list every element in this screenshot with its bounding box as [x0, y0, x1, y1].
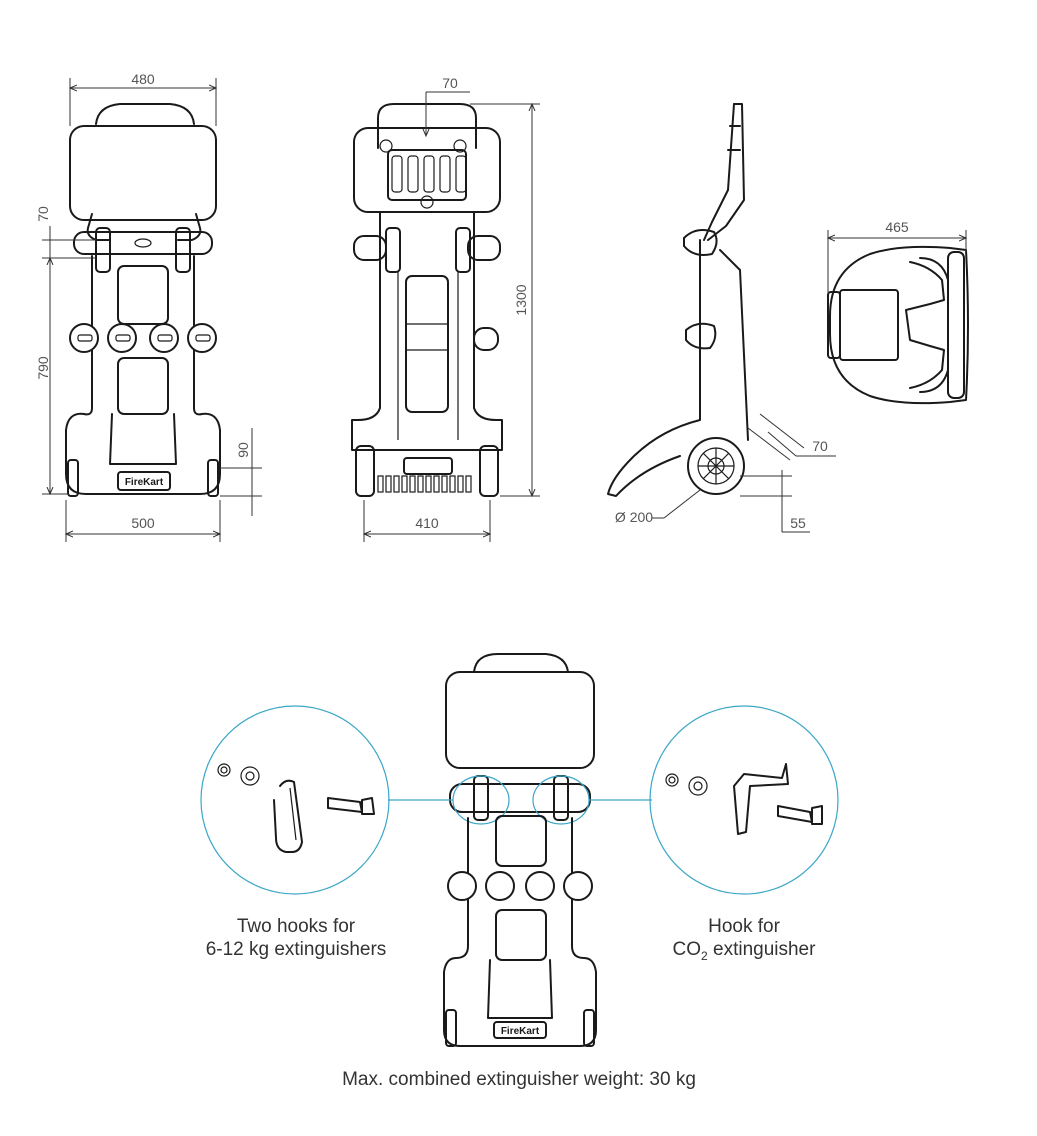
dim-480: 480: [131, 71, 155, 87]
dim-70-top: 70: [442, 75, 458, 91]
bottom-cart-view: FireKart: [443, 653, 597, 1047]
top-view-dimensions: 465: [828, 219, 966, 294]
rear-view: [351, 103, 503, 497]
rear-view-dimensions: 70 1300 410: [364, 75, 540, 542]
left-caption-line2: 6-12 kg extinguishers: [206, 939, 387, 960]
max-weight-caption: Max. combined extinguisher weight: 30 kg: [342, 1069, 696, 1090]
dim-55: 55: [790, 515, 806, 531]
right-hook-detail: [649, 705, 839, 895]
co2-suffix: extinguisher: [708, 939, 816, 960]
brand-label-front: FireKart: [125, 477, 164, 488]
right-caption-line1: Hook for: [708, 916, 780, 937]
dim-410: 410: [415, 515, 439, 531]
dim-1300: 1300: [513, 284, 529, 315]
side-view: [607, 103, 749, 497]
dim-465: 465: [885, 219, 909, 235]
co2-prefix: CO: [673, 939, 702, 960]
top-view: [827, 245, 969, 405]
brand-label-bottom: FireKart: [501, 1026, 540, 1037]
side-view-dimensions: 70 Ø 200 55: [615, 413, 836, 533]
front-view: FireKart: [65, 103, 221, 497]
dim-790: 790: [35, 356, 51, 380]
left-caption-line1: Two hooks for: [237, 916, 356, 937]
dim-500: 500: [131, 515, 155, 531]
dim-70-left: 70: [35, 206, 51, 222]
left-hook-detail: [200, 705, 390, 895]
front-view-dimensions: 480 70 790 90 500: [35, 71, 262, 542]
co2-subscript: 2: [701, 949, 708, 963]
dim-70-side: 70: [812, 438, 828, 454]
dim-diameter: Ø 200: [615, 509, 653, 525]
right-caption-line2: CO2 extinguisher: [673, 939, 817, 963]
dim-90: 90: [235, 442, 251, 458]
